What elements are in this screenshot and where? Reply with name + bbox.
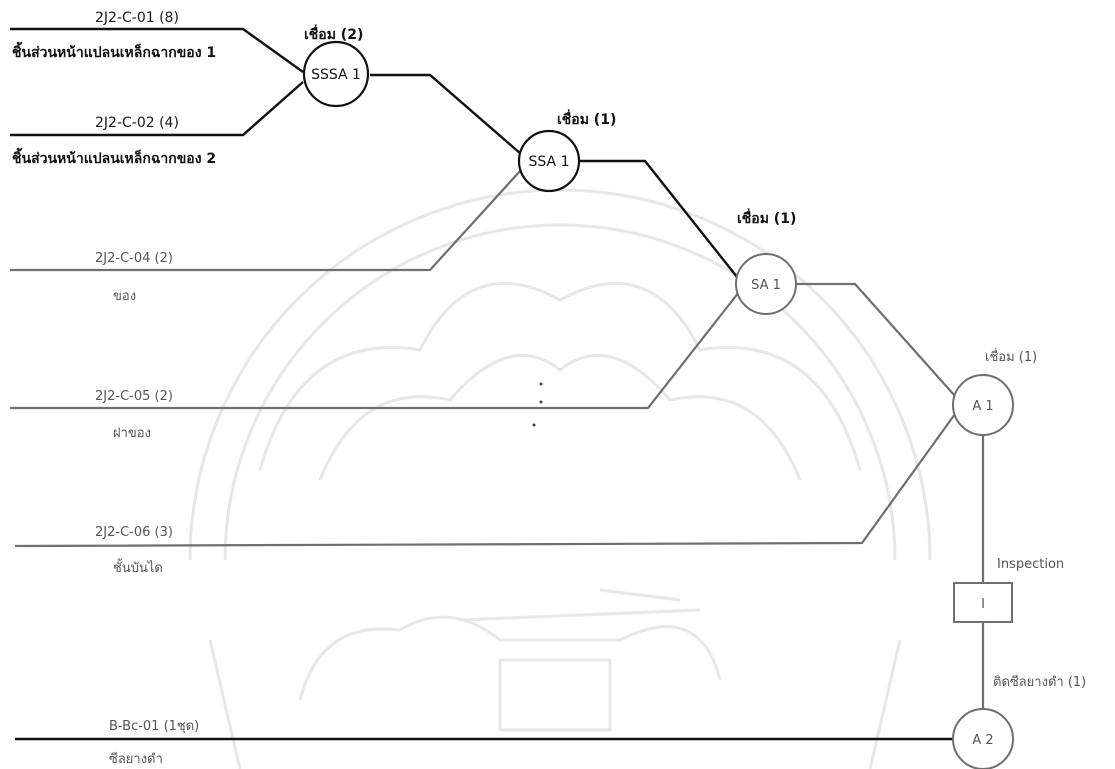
part-code: 2J2-C-01 (8)	[95, 10, 179, 26]
line-part-2j2-c-04	[10, 170, 521, 270]
operation-label: เชื่อม (2)	[304, 24, 363, 43]
node-label: SA 1	[751, 278, 781, 293]
node-label: SSA 1	[529, 154, 570, 170]
connector-lines	[10, 29, 983, 739]
part-name: ชิ้นส่วนหน้าแปลนเหล็กฉากของ 1	[12, 41, 216, 61]
part-code: B-Bc-01 (1ชุด)	[109, 719, 199, 734]
part-name: ซีลยางดำ	[109, 751, 163, 767]
node-label: I	[981, 597, 985, 612]
stray-dot	[540, 401, 543, 404]
part-labels: 2J2-C-01 (8) ชิ้นส่วนหน้าแปลนเหล็กฉากของ…	[12, 10, 216, 767]
operation-label: ติดซีลยางดำ (1)	[993, 674, 1086, 690]
stray-dot	[540, 383, 543, 386]
operation-label: เชื่อม (1)	[557, 109, 616, 128]
part-code: 2J2-C-05 (2)	[95, 389, 173, 404]
part-name: ชั้นบันได	[113, 558, 163, 576]
line-sa1-to-a1	[797, 284, 955, 396]
part-code: 2J2-C-06 (3)	[95, 525, 173, 540]
operation-label: Inspection	[997, 557, 1064, 572]
part-name: ฝาของ	[113, 426, 151, 441]
stray-dot	[533, 424, 536, 427]
operation-label: เชื่อม (1)	[737, 208, 796, 227]
part-code: 2J2-C-04 (2)	[95, 251, 173, 266]
watermark-emblem	[190, 190, 930, 769]
line-sssa1-to-ssa1	[370, 75, 521, 154]
part-name: ของ	[113, 289, 136, 304]
node-label: SSSA 1	[311, 67, 361, 83]
node-label: A 1	[972, 399, 993, 414]
part-name: ชิ้นส่วนหน้าแปลนเหล็กฉากของ 2	[12, 147, 216, 167]
node-label: A 2	[972, 733, 993, 748]
part-code: 2J2-C-02 (4)	[95, 115, 179, 131]
operation-label: เชื่อม (1)	[985, 348, 1037, 365]
line-ssa1-to-sa1	[580, 161, 737, 277]
